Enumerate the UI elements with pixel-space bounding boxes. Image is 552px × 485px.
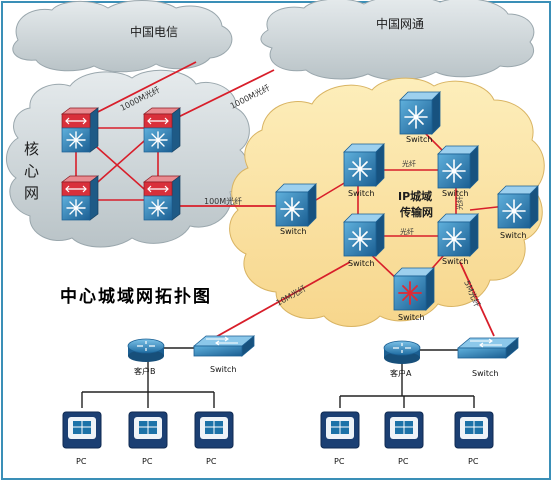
workgroup-switch-icon <box>193 335 255 357</box>
pc-label: PC <box>142 457 153 466</box>
switch-icon <box>343 213 385 257</box>
router-icon <box>383 340 421 365</box>
ip-metro-cloud: IP城域 传输网 <box>229 77 545 327</box>
switch-top: Switch <box>399 91 441 144</box>
switch-label: Switch <box>398 313 424 322</box>
switch-mid-right: Switch <box>437 145 479 198</box>
netcom-cloud: 中国网通 <box>260 0 535 81</box>
switch-icon <box>497 185 539 229</box>
pc-label: PC <box>206 457 217 466</box>
core-router-icon <box>61 175 99 221</box>
ip-metro-label-1: IP城域 <box>398 189 432 203</box>
switch-icon <box>393 267 435 311</box>
switch-label: Switch <box>406 135 432 144</box>
pc-icon <box>384 411 424 449</box>
core-router-icon <box>61 107 99 153</box>
pc-label: PC <box>334 457 345 466</box>
client-a: 客户A Switch <box>383 337 519 378</box>
switch-left: Switch <box>275 183 317 236</box>
pc-icon <box>194 411 234 449</box>
client-a-label: 客户A <box>390 368 412 378</box>
pc-icon <box>320 411 360 449</box>
switch-label: Switch <box>348 259 374 268</box>
core-router-icon <box>143 175 181 221</box>
switch-label: Switch <box>442 257 468 266</box>
ip-to-client-a-line <box>459 261 495 337</box>
switch-label: Switch <box>348 189 374 198</box>
switch-lower-right: Switch <box>437 213 479 266</box>
inner-link-label: 光纤 <box>402 159 416 168</box>
switch-label: Switch <box>280 227 306 236</box>
switch-lower-left: Switch <box>343 213 385 268</box>
switch-icon <box>437 213 479 257</box>
diagram-title: 中心城域网拓扑图 <box>60 286 212 307</box>
telecom-cloud: 中国电信 <box>12 0 233 73</box>
inner-link-label: 光纤 <box>400 227 414 236</box>
router-icon <box>127 338 165 363</box>
switch-mid-left: Switch <box>343 143 385 198</box>
pc-group-b: PC PC PC <box>62 411 234 466</box>
netcom-label: 中国网通 <box>376 16 424 31</box>
switch-icon <box>343 143 385 187</box>
switch-label: Switch <box>442 189 468 198</box>
pc-icon <box>454 411 494 449</box>
inner-link-label: 光纤 <box>455 196 464 210</box>
pc-label: PC <box>468 457 479 466</box>
client-b-label: 客户B <box>134 366 156 376</box>
switch-icon <box>399 91 441 135</box>
pc-label: PC <box>398 457 409 466</box>
switch-label: Switch <box>210 365 236 374</box>
ip-metro-label-2: 传输网 <box>399 205 433 219</box>
metro-switches: Switch Switch Switch Switch Switch Switc… <box>275 91 539 322</box>
workgroup-switch-icon <box>457 337 519 359</box>
pc-icon <box>128 411 168 449</box>
switch-icon <box>437 145 479 189</box>
pc-icon <box>62 411 102 449</box>
pc-group-a: PC PC PC <box>320 411 494 466</box>
switch-icon <box>275 183 317 227</box>
pc-label: PC <box>76 457 87 466</box>
core-to-ip-label: 100M光纤 <box>204 196 242 206</box>
switch-label: Switch <box>472 369 498 378</box>
core-label: 核 心 网 <box>24 140 44 202</box>
ip-to-client-b-line <box>213 261 351 339</box>
switch-label: Switch <box>500 231 526 240</box>
switch-far-right: Switch <box>497 185 539 240</box>
core-router-icon <box>143 107 181 153</box>
client-b: 客户B Switch <box>127 335 255 376</box>
switch-bottom: Switch <box>393 267 435 322</box>
telecom-label: 中国电信 <box>130 24 178 39</box>
